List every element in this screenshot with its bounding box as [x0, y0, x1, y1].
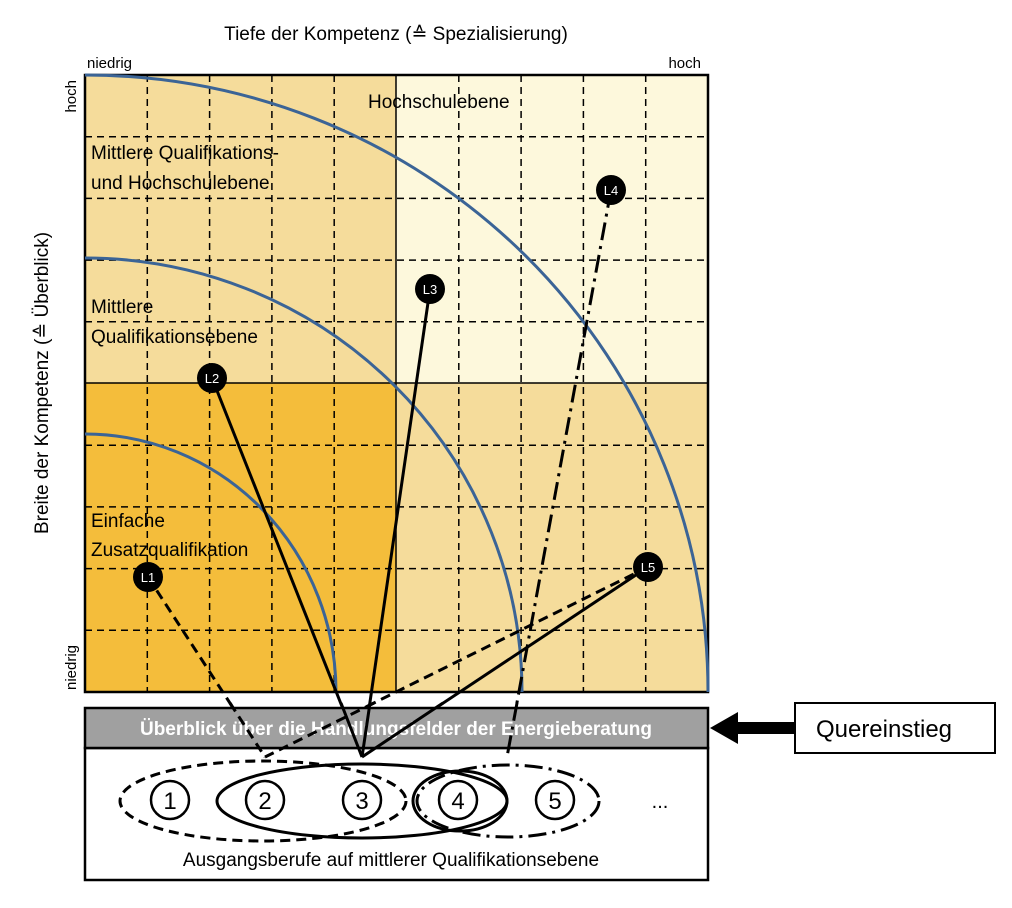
profession-5: 5 — [534, 779, 576, 821]
quadrant-top-left — [85, 75, 396, 383]
path-l2 — [210, 377, 364, 758]
svg-text:5: 5 — [548, 788, 561, 815]
label-mittlere-hochschule-2: und Hochschulebene — [91, 173, 270, 194]
profession-3: 3 — [341, 779, 383, 821]
label-mittlere-1: Mittlere — [91, 297, 153, 318]
path-l4-cont — [505, 702, 519, 758]
path-l5-cont — [361, 701, 444, 759]
y-axis-low: niedrig — [63, 645, 80, 690]
svg-text:L5: L5 — [641, 560, 655, 575]
group-four — [411, 769, 509, 833]
quadrant-bottom-right — [396, 383, 708, 692]
svg-text:L2: L2 — [205, 371, 219, 386]
label-einfach-2: Zusatzqualifikation — [91, 540, 248, 561]
overview-bar — [83, 706, 710, 750]
path-l1-cont — [228, 702, 267, 758]
arc-outer — [84, 73, 710, 693]
x-axis-title: Tiefe der Kompetenz (≙ Spezialisierung) — [224, 24, 568, 45]
label-hochschulebene: Hochschulebene — [368, 92, 510, 113]
base-caption: Ausgangsberufe auf mittlerer Qualifikati… — [183, 850, 599, 871]
profession-1: 1 — [149, 779, 191, 821]
quadrant-bottom-left — [85, 383, 396, 692]
path-l3-cont — [360, 702, 372, 758]
svg-text:2: 2 — [258, 788, 271, 815]
profession-2: 2 — [244, 779, 286, 821]
arrow-left-icon — [710, 712, 795, 744]
quadrant-top-right — [396, 75, 708, 383]
overview-bar-label: Überblick über die Handlungsfelder der E… — [140, 719, 652, 740]
svg-text:3: 3 — [355, 788, 368, 815]
x-axis-low: niedrig — [87, 55, 132, 72]
svg-text:L1: L1 — [141, 570, 155, 585]
node-l2: L2 — [197, 363, 227, 393]
svg-text:4: 4 — [451, 788, 464, 815]
label-einfach-1: Einfache — [91, 511, 165, 532]
svg-text:1: 1 — [163, 788, 176, 815]
y-axis-title: Breite der Kompetenz (≙ Überblick) — [32, 232, 53, 534]
node-l5: L5 — [633, 552, 663, 582]
entry-box — [794, 702, 996, 754]
node-l4: L4 — [596, 175, 626, 205]
group-dashed — [118, 759, 408, 843]
node-l1: L1 — [133, 562, 163, 592]
profession-more: ... — [652, 791, 669, 813]
x-axis-high: hoch — [668, 55, 701, 72]
svg-text:L4: L4 — [604, 183, 618, 198]
path-l2-cont — [339, 702, 364, 758]
path-l5-dashed-cont — [264, 701, 375, 759]
profession-4: 4 — [437, 779, 479, 821]
label-mittlere-hochschule-1: Mittlere Qualifikations- — [91, 143, 279, 164]
node-l3: L3 — [415, 274, 445, 304]
entry-box-label: Quereinstieg — [816, 716, 952, 743]
path-l4 — [505, 189, 613, 758]
svg-text:L3: L3 — [423, 282, 437, 297]
y-axis-high: hoch — [63, 80, 80, 113]
arc-inner — [84, 432, 338, 693]
path-l3 — [360, 288, 432, 758]
arc-middle — [84, 256, 524, 693]
label-mittlere-2: Qualifikationsebene — [91, 327, 258, 348]
group-dashdot — [415, 763, 601, 839]
